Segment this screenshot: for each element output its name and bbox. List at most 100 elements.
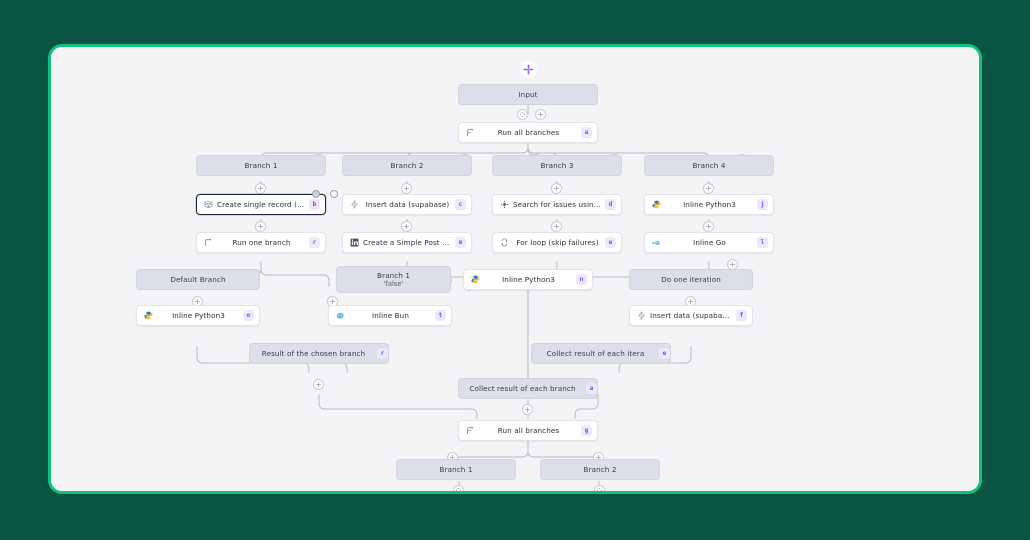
connector-add-icon-b2-bottom-end[interactable] (594, 485, 605, 491)
node-badge: j (757, 199, 768, 210)
loop-icon (498, 237, 510, 249)
node-for-loop-skip-failures[interactable]: For loop (skip failures) e (492, 232, 622, 253)
connector-add-icon-b1-mod[interactable] (255, 183, 266, 194)
node-sublabel: 'false' (383, 279, 404, 288)
python-icon (650, 199, 662, 211)
branch-all-icon (464, 425, 476, 437)
node-badge: r (377, 348, 388, 359)
node-inline-python3-branch4[interactable]: Inline Python3 j (644, 194, 774, 215)
supabase-icon (635, 310, 647, 322)
node-branch-4-top[interactable]: Branch 4 (644, 155, 774, 176)
branch-one-icon (202, 237, 214, 249)
node-badge: g (581, 425, 592, 436)
node-label: Insert data (supabase) (650, 311, 734, 320)
linkedin-icon (348, 237, 360, 249)
flow-editor-frame: Input Run all branches a (48, 44, 982, 494)
node-inline-python3-loop[interactable]: Inline Python3 n (463, 269, 593, 290)
node-label: Result of the chosen branch (261, 349, 366, 358)
branch-all-icon (464, 127, 476, 139)
node-label: Branch 1 (244, 161, 278, 170)
node-do-one-iteration[interactable]: Do one iteration (629, 269, 753, 290)
node-resize-handle-left[interactable] (312, 190, 320, 198)
connector-add-icon-r1-r2-c2[interactable] (401, 221, 412, 232)
node-label: Inline Python3 (502, 275, 555, 284)
connector-add-icon-b1-bottom-end[interactable] (453, 485, 464, 491)
node-label: Inline Bun (372, 311, 409, 320)
node-label: Default Branch (170, 275, 226, 284)
node-create-simple-post-linkedin[interactable]: Create a Simple Post (User) (... m (342, 232, 472, 253)
node-collect-result-each-branch[interactable]: Collect result of each branch a (458, 378, 598, 399)
node-label: Run all branches (497, 128, 560, 137)
node-badge: n (576, 274, 587, 285)
node-label: Collect result of each branch (469, 384, 576, 393)
airtable-icon (202, 199, 214, 211)
node-badge: o (243, 310, 254, 321)
node-search-issues-jira[interactable]: Search for issues using JQL (... d (492, 194, 622, 215)
node-run-all-branches-bottom[interactable]: Run all branches g (458, 420, 598, 441)
node-label: Run all branches (497, 426, 560, 435)
node-input-label: Input (518, 90, 538, 99)
node-default-branch[interactable]: Default Branch (136, 269, 260, 290)
node-collect-result-each-iteration[interactable]: Collect result of each itera e (531, 343, 671, 364)
node-badge: l (757, 237, 768, 248)
connector-add-icon-r1-r2-c3[interactable] (551, 221, 562, 232)
node-branch-2-bottom[interactable]: Branch 2 (540, 459, 660, 480)
connector-add-icon-r1-r2-c1[interactable] (255, 221, 266, 232)
node-branch-2-top[interactable]: Branch 2 (342, 155, 472, 176)
node-label: Search for issues using JQL (... (513, 200, 605, 209)
connector-add-icon-b4-mod[interactable] (703, 183, 714, 194)
node-resize-handle-right[interactable] (330, 190, 338, 198)
node-label: Collect result of each itera (546, 349, 645, 358)
node-input[interactable]: Input (458, 84, 598, 105)
connector-add-icon-r1-r2-c4[interactable] (703, 221, 714, 232)
node-badge: r (309, 237, 320, 248)
node-label: Branch 4 (692, 161, 726, 170)
node-badge: f (736, 310, 747, 321)
node-label: Create a Simple Post (User) (... (363, 238, 455, 247)
node-run-all-branches-top[interactable]: Run all branches a (458, 122, 598, 143)
node-label: Create single record (airtable) (217, 200, 309, 209)
node-badge: b (309, 199, 320, 210)
node-create-single-record-airtable[interactable]: Create single record (airtable) b (196, 194, 326, 215)
node-badge: d (605, 199, 616, 210)
node-label: Do one iteration (661, 275, 721, 284)
node-insert-data-supabase[interactable]: Insert data (supabase) c (342, 194, 472, 215)
node-badge: a (581, 127, 592, 138)
connector-move-icon[interactable] (517, 109, 528, 120)
node-branch-1-false[interactable]: Branch 1 'false' (336, 266, 451, 293)
node-label: Inline Python3 (683, 200, 736, 209)
connector-add-icon-collect-runall[interactable] (522, 404, 533, 415)
node-badge: e (659, 348, 670, 359)
connector-add-icon-b2-mod[interactable] (401, 183, 412, 194)
node-label: Inline Python3 (172, 311, 225, 320)
node-label: Insert data (supabase) (365, 200, 450, 209)
supabase-icon (348, 199, 360, 211)
node-badge: t (435, 310, 446, 321)
node-label: Branch 2 (583, 465, 617, 474)
node-branch-1-bottom[interactable]: Branch 1 (396, 459, 516, 480)
node-label: Inline Go (693, 238, 726, 247)
node-inline-bun[interactable]: Inline Bun t (328, 305, 452, 326)
flow-canvas[interactable]: Input Run all branches a (51, 47, 979, 491)
node-label: Run one branch (232, 238, 291, 247)
node-badge: m (455, 237, 466, 248)
node-label: Branch 1 (376, 270, 410, 280)
node-badge: a (586, 383, 597, 394)
node-label: Branch 3 (540, 161, 574, 170)
bun-icon (334, 310, 346, 322)
node-label: For loop (skip failures) (516, 238, 599, 247)
connector-add-icon-b3-mod[interactable] (551, 183, 562, 194)
node-label: Branch 1 (439, 465, 473, 474)
node-branch-1-top[interactable]: Branch 1 (196, 155, 326, 176)
node-badge: e (605, 237, 616, 248)
jira-icon (498, 199, 510, 211)
connector-add-icon[interactable] (535, 109, 546, 120)
node-insert-data-supabase-loop[interactable]: Insert data (supabase) f (629, 305, 753, 326)
node-result-of-chosen-branch[interactable]: Result of the chosen branch r (249, 343, 389, 364)
node-badge: c (455, 199, 466, 210)
node-inline-go[interactable]: Inline Go l (644, 232, 774, 253)
node-run-one-branch[interactable]: Run one branch r (196, 232, 326, 253)
node-inline-python3-default[interactable]: Inline Python3 o (136, 305, 260, 326)
node-branch-3-top[interactable]: Branch 3 (492, 155, 622, 176)
connector-add-icon-result-collect[interactable] (313, 379, 324, 390)
